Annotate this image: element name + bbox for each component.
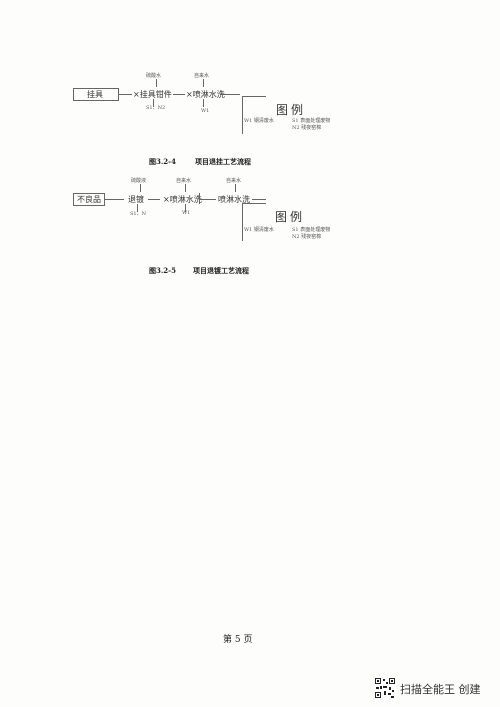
arrow-line — [104, 199, 124, 200]
process-node: 不良品 — [77, 195, 101, 204]
figure-caption: 项目退镀工艺流程 — [193, 266, 249, 275]
arrow-line — [140, 184, 141, 192]
input-label: 硫酸液 — [131, 178, 147, 184]
legend-item: S1 表面处理废物 — [292, 118, 331, 124]
arrow-line — [156, 79, 157, 87]
legend-item: W1 钢清废水 — [244, 118, 274, 124]
arrow-line — [153, 99, 154, 107]
input-label: 硫酸水 — [146, 73, 162, 79]
input-label: 自来水 — [226, 178, 242, 184]
box-edge — [199, 193, 200, 204]
legend-item: S1 表面处理废物 — [292, 227, 331, 233]
arrow-line — [252, 199, 266, 200]
arrow-line — [200, 199, 216, 200]
figure-number: 图3.2-5 — [149, 266, 176, 275]
arrow-line — [220, 94, 240, 95]
arrow-line — [137, 204, 138, 212]
process-node: 挂具 — [87, 90, 103, 99]
page-number: 第 5 页 — [223, 635, 253, 645]
legend-title: 图例 — [275, 210, 306, 224]
figure-number: 图3.2-4 — [149, 157, 176, 166]
legend-title: 图例 — [276, 103, 307, 117]
arrow-line — [185, 184, 186, 192]
output-label: W1 — [201, 108, 210, 114]
arrow-line — [203, 99, 204, 107]
output-label: S1、N2 — [146, 105, 166, 111]
legend-item: W1 钢清废水 — [244, 227, 274, 233]
legend-bracket — [242, 96, 266, 97]
qr-code-icon — [374, 677, 396, 699]
watermark-text: 扫描全能王 创建 — [400, 683, 481, 696]
input-label: 自来水 — [176, 178, 192, 184]
arrow-line — [235, 184, 236, 192]
arrow-line — [203, 79, 204, 87]
input-label: 自来水 — [194, 73, 210, 79]
legend-bracket — [242, 203, 266, 204]
process-node: ×挂具钳件 — [133, 90, 172, 99]
process-node: ×喷淋水洗 — [163, 195, 202, 204]
arrow-line — [118, 94, 132, 95]
output-label: S1、N — [130, 211, 146, 217]
process-node: 喷淋水洗 — [218, 195, 250, 204]
legend-bracket — [242, 203, 243, 241]
arrow-line — [173, 94, 185, 95]
process-node: 退镀 — [128, 195, 144, 204]
legend-bracket — [242, 96, 243, 134]
figure-caption: 项目退挂工艺流程 — [195, 157, 251, 166]
process-node: ×喷淋水洗 — [186, 90, 225, 99]
output-label: W1 — [182, 210, 191, 216]
legend-item: N2 残夜窑棉 — [292, 234, 322, 240]
legend-item: N2 残夜窑棉 — [292, 125, 322, 131]
arrow-line — [185, 204, 186, 212]
arrow-line — [148, 199, 160, 200]
